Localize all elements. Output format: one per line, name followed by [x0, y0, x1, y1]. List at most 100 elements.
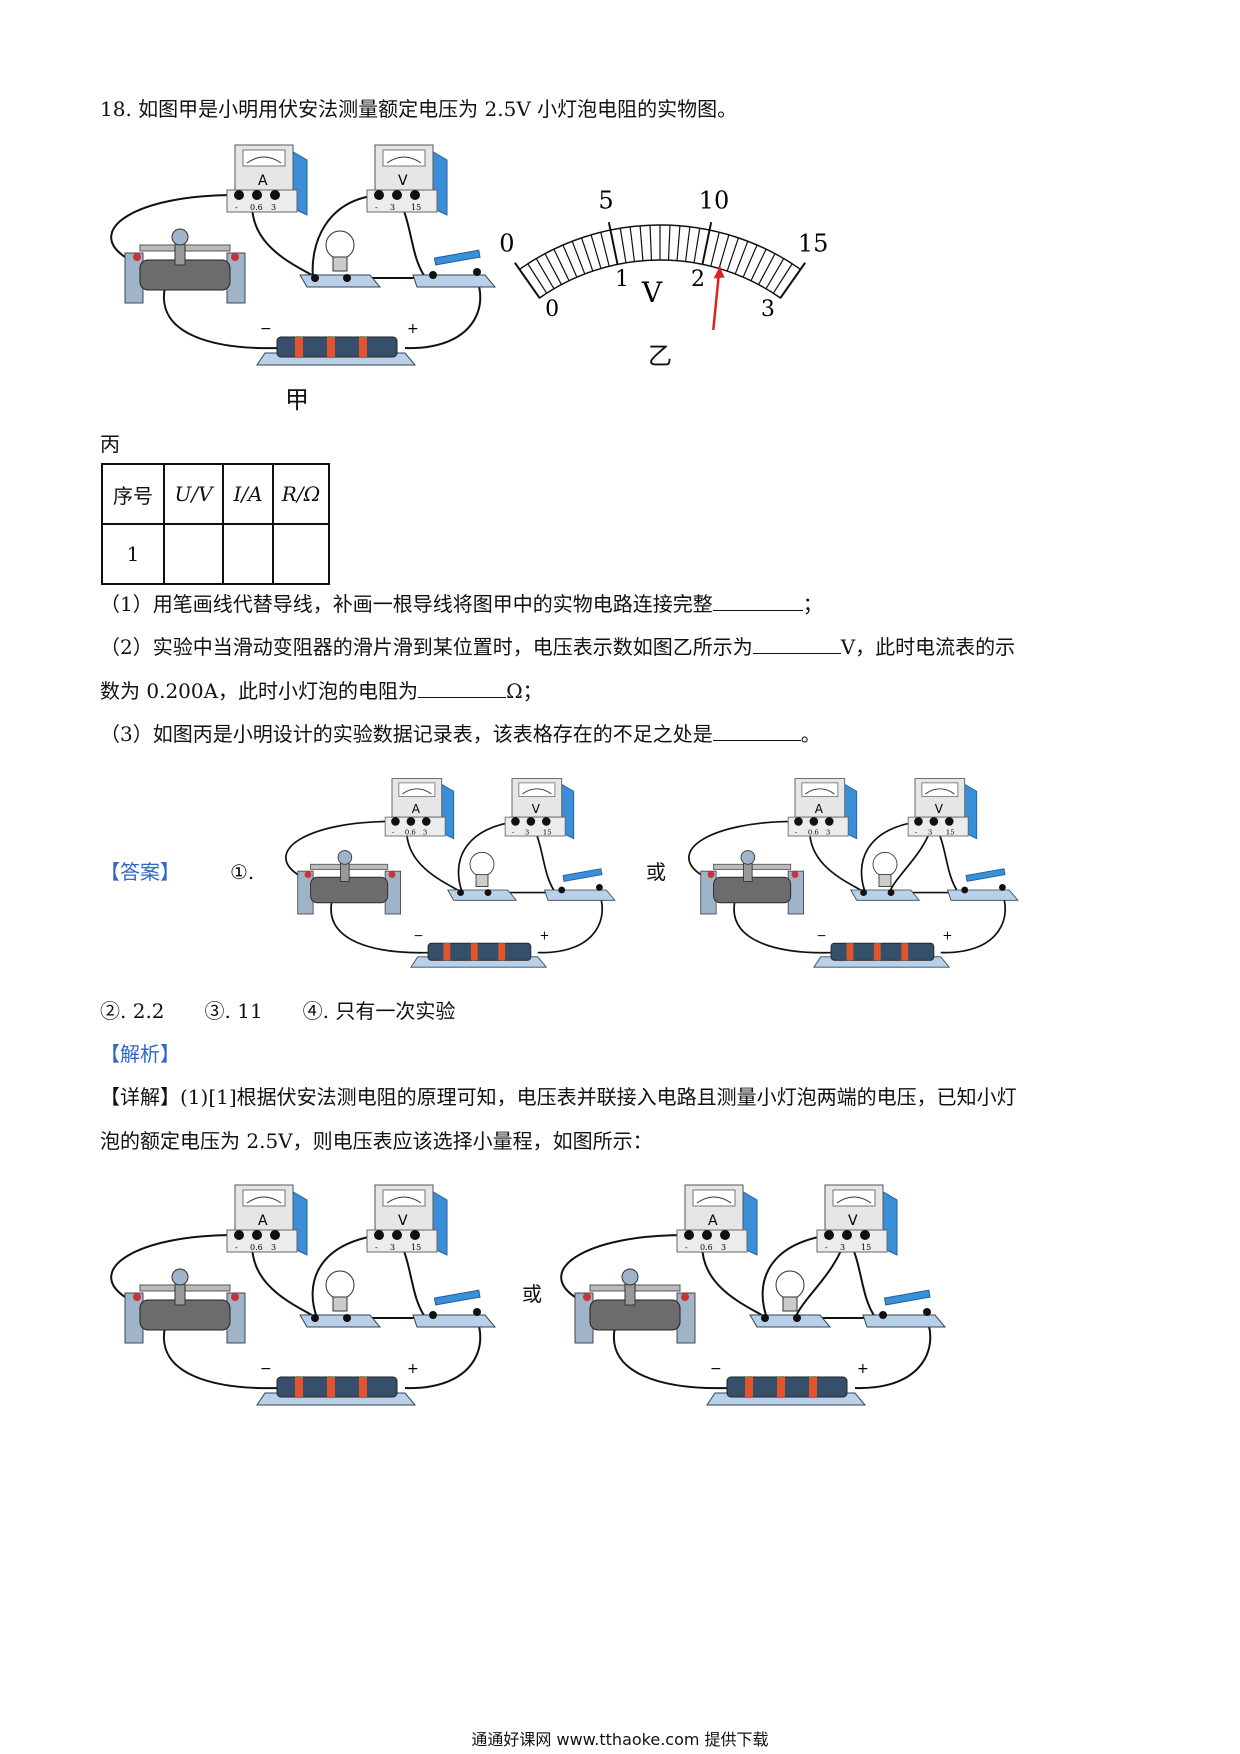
voltmeter: V - 3 15 — [816, 1184, 898, 1256]
svg-text:+: + — [857, 1361, 869, 1377]
svg-text:A: A — [258, 173, 268, 189]
svg-text:15: 15 — [543, 828, 552, 836]
svg-text:0.6: 0.6 — [405, 828, 416, 836]
svg-text:−: − — [260, 1361, 272, 1377]
bulb — [446, 851, 518, 901]
question-2-text-b: V，此时电流表的示 — [840, 635, 1016, 659]
answer-blank[interactable] — [418, 677, 507, 698]
question-1: （1）用笔画线代替导线，补画一根导线将图甲中的实物电路连接完整； — [100, 590, 823, 618]
svg-text:3: 3 — [271, 1243, 276, 1252]
answer-blank[interactable] — [712, 720, 801, 741]
switch — [412, 1289, 497, 1328]
rheostat — [124, 228, 246, 304]
table-header-row: 序号 U/V I/A R/Ω — [101, 463, 330, 525]
dial-tick — [607, 222, 619, 265]
svg-text:0.6: 0.6 — [808, 828, 819, 836]
svg-text:A: A — [708, 1213, 718, 1229]
dial-tick — [514, 262, 541, 299]
svg-text:V: V — [398, 1213, 408, 1229]
question-3-end: 。 — [800, 722, 821, 746]
dial-tick — [750, 248, 767, 281]
question-2-text: （2）实验中当滑动变阻器的滑片滑到某位置时，电压表示数如图乙所示为 — [100, 635, 753, 659]
question-1-end: ； — [802, 592, 823, 616]
dial-tick — [772, 263, 793, 294]
dial-tick — [590, 234, 602, 269]
svg-text:V: V — [398, 173, 408, 189]
dial-tick — [667, 225, 671, 261]
dial-tick — [684, 226, 691, 262]
figure-c-caption: 丙 — [100, 432, 120, 456]
dial-tick — [758, 253, 776, 285]
dial-tick — [553, 248, 570, 281]
svg-text:-: - — [685, 1243, 688, 1252]
svg-text:0.6: 0.6 — [250, 203, 263, 212]
dial-lower-label: 0 — [545, 297, 559, 322]
table-cell — [222, 523, 274, 585]
battery: − + — [256, 321, 419, 366]
dial-tick — [562, 244, 578, 278]
svg-text:A: A — [815, 802, 824, 816]
dial-tick — [710, 232, 720, 267]
dial-tick — [544, 253, 562, 285]
switch — [412, 249, 497, 288]
svg-text:+: + — [407, 1361, 419, 1377]
dial-tick — [779, 262, 806, 299]
dial-tick — [527, 263, 548, 294]
switch — [946, 868, 1019, 901]
svg-text:3: 3 — [928, 828, 932, 836]
svg-text:A: A — [412, 802, 421, 816]
battery: − + — [813, 929, 952, 968]
battery: − + — [256, 1361, 419, 1406]
dial-tick — [742, 244, 758, 278]
svg-text:0.6: 0.6 — [250, 1243, 263, 1252]
dial-tick — [676, 225, 681, 261]
svg-text:-: - — [235, 1243, 238, 1252]
dial-lower-label: 2 — [691, 267, 705, 292]
svg-text:-: - — [375, 1243, 378, 1252]
svg-text:3: 3 — [840, 1243, 845, 1252]
svg-text:15: 15 — [861, 1243, 871, 1252]
switch — [862, 1289, 947, 1328]
svg-text:V: V — [848, 1213, 858, 1229]
dial-lower-label: 3 — [761, 297, 775, 322]
dial-pointer-head — [713, 266, 725, 279]
dial-tick — [765, 258, 785, 290]
svg-text:-: - — [795, 828, 798, 836]
svg-text:−: − — [710, 1361, 722, 1377]
svg-text:V: V — [935, 802, 944, 816]
table-header-cell: U/V — [163, 463, 224, 525]
answer-item-1: ①. — [230, 860, 255, 884]
answer-blank[interactable] — [712, 590, 803, 611]
dial-tick — [718, 234, 730, 269]
table-header-cell: R/Ω — [272, 463, 330, 525]
svg-text:+: + — [942, 929, 952, 943]
svg-text:-: - — [512, 828, 515, 836]
analysis-label: 【解析】 — [100, 1042, 180, 1066]
bulb — [299, 230, 382, 288]
svg-text:3: 3 — [826, 828, 830, 836]
table-cell — [272, 523, 330, 585]
svg-text:-: - — [915, 828, 918, 836]
svg-text:3: 3 — [390, 1243, 395, 1252]
ammeter: A - 0.6 3 — [787, 778, 858, 840]
svg-text:-: - — [825, 1243, 828, 1252]
answer-blank[interactable] — [752, 633, 841, 654]
answer-items: ②. 2.2 ③. 11 ④. 只有一次实验 — [100, 999, 456, 1023]
figure-b-caption: 乙 — [648, 342, 672, 370]
answer-or: 或 — [646, 860, 666, 884]
table-header-cell: 序号 — [101, 463, 165, 525]
analysis-detail-2: 泡的额定电压为 2.5V，则电压表应该选择小量程，如图所示： — [100, 1129, 653, 1153]
svg-text:+: + — [407, 321, 419, 337]
svg-text:+: + — [539, 929, 549, 943]
dial-upper-label: 0 — [499, 229, 514, 257]
